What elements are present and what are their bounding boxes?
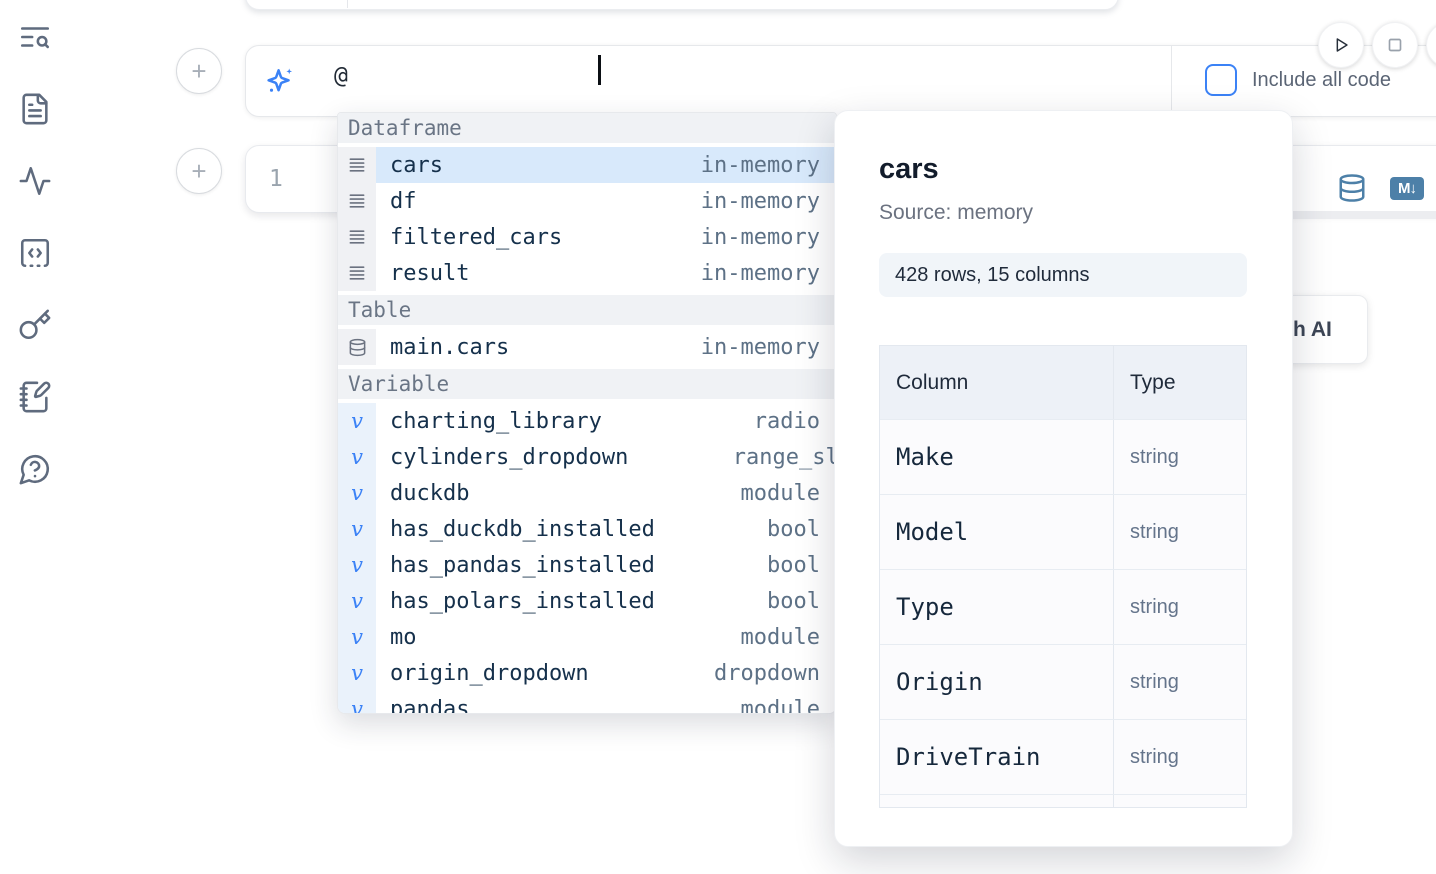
- variable-icon: v: [338, 547, 376, 583]
- include-all-code-checkbox[interactable]: [1205, 64, 1237, 96]
- table-row: Type string: [880, 569, 1246, 644]
- autocomplete-section-header: Table: [338, 295, 836, 325]
- stop-icon: [1388, 38, 1402, 52]
- autocomplete-item[interactable]: v mo module: [338, 619, 836, 655]
- play-icon: [1336, 38, 1348, 52]
- variable-icon: v: [338, 439, 376, 475]
- autocomplete-item[interactable]: v has_pandas_installed bool: [338, 547, 836, 583]
- dataframe-icon: [338, 219, 376, 255]
- ai-input-value: @: [334, 63, 348, 89]
- sidebar: [18, 20, 58, 486]
- generate-ai-label: h AI: [1293, 317, 1332, 341]
- autocomplete-item[interactable]: df in-memory: [338, 183, 836, 219]
- autocomplete-item[interactable]: v duckdb module: [338, 475, 836, 511]
- shape-badge: 428 rows, 15 columns: [879, 253, 1247, 297]
- table-row: DriveTrain string: [880, 719, 1246, 794]
- autocomplete-section-header: Dataframe: [338, 113, 836, 143]
- autocomplete-item[interactable]: v has_duckdb_installed bool: [338, 511, 836, 547]
- table-database-icon: [338, 329, 376, 365]
- add-cell-button-top[interactable]: +: [176, 48, 222, 94]
- help-circle-icon[interactable]: [18, 452, 52, 486]
- variable-icon: v: [338, 511, 376, 547]
- autocomplete-item[interactable]: v cylinders_dropdown range_sli: [338, 439, 836, 475]
- ai-prompt-input[interactable]: @ Include all code: [245, 45, 1436, 117]
- autocomplete-dropdown: Dataframe cars in-memory df in-memory fi…: [337, 112, 837, 714]
- table-row: [880, 794, 1246, 807]
- run-button[interactable]: [1318, 22, 1364, 68]
- include-all-code-label: Include all code: [1252, 68, 1391, 91]
- variable-icon: v: [338, 475, 376, 511]
- notebook-pen-icon[interactable]: [18, 380, 52, 414]
- text-caret: [598, 55, 601, 85]
- table-row: Make string: [880, 419, 1246, 494]
- key-icon[interactable]: [18, 308, 52, 342]
- sparkles-icon: [267, 68, 293, 92]
- activity-icon[interactable]: [18, 164, 52, 198]
- add-cell-button-bottom[interactable]: +: [176, 148, 222, 194]
- table-header-row: Column Type: [880, 346, 1246, 419]
- variable-icon: v: [338, 691, 376, 713]
- stop-button[interactable]: [1372, 22, 1418, 68]
- autocomplete-item[interactable]: v pandas module: [338, 691, 836, 713]
- markdown-icon[interactable]: M↓: [1390, 177, 1424, 200]
- dataframe-icon: [338, 147, 376, 183]
- autocomplete-section-header: Variable: [338, 369, 836, 399]
- variable-icon: v: [338, 655, 376, 691]
- file-text-icon[interactable]: [18, 92, 52, 126]
- variable-icon: v: [338, 403, 376, 439]
- autocomplete-item[interactable]: main.cars in-memory: [338, 329, 836, 365]
- code-snippet-icon[interactable]: [18, 236, 52, 270]
- table-row: Origin string: [880, 644, 1246, 719]
- columns-table: Column Type Make string Model string Typ…: [879, 345, 1247, 808]
- preview-title: cars: [879, 153, 939, 185]
- database-icon[interactable]: [1337, 173, 1367, 203]
- variable-icon: v: [338, 619, 376, 655]
- preview-source: Source: memory: [879, 201, 1034, 224]
- autocomplete-item[interactable]: v has_polars_installed bool: [338, 583, 836, 619]
- dataframe-preview-popup: cars Source: memory 428 rows, 15 columns…: [834, 110, 1293, 847]
- autocomplete-item[interactable]: filtered_cars in-memory: [338, 219, 836, 255]
- table-row: Model string: [880, 494, 1246, 569]
- input-divider: [1171, 46, 1172, 114]
- variable-icon: v: [338, 583, 376, 619]
- autocomplete-item[interactable]: cars in-memory: [338, 147, 836, 183]
- dataframe-icon: [338, 255, 376, 291]
- line-number: 1: [269, 166, 283, 192]
- dataframe-icon: [338, 183, 376, 219]
- autocomplete-item[interactable]: v origin_dropdown dropdown: [338, 655, 836, 691]
- gutter-divider: [347, 0, 348, 8]
- previous-cell-edge: [245, 0, 1119, 10]
- text-search-icon[interactable]: [18, 20, 52, 54]
- autocomplete-item[interactable]: result in-memory: [338, 255, 836, 291]
- autocomplete-item[interactable]: v charting_library radio: [338, 403, 836, 439]
